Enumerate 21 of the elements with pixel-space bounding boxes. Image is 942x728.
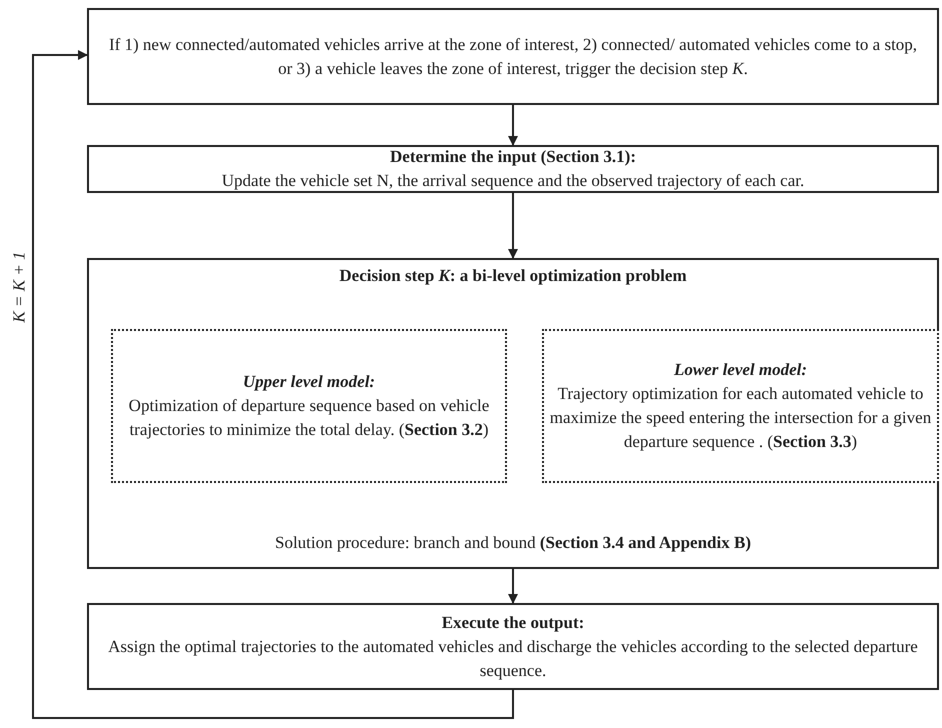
step-text: Trajectory optimization for each automated vehicle to maximize the speed entering the intersection for a given departure sequence . (Section 3.3): [548, 383, 932, 453]
process-box: [87, 8, 939, 105]
step-heading: Determine the input (Section 3.1):: [390, 146, 636, 168]
step-text: Optimization of departure sequence based on vehicle trajectories to minimize the total delay. (Section 3.2): [128, 395, 490, 441]
arrow: [508, 193, 518, 259]
arrow: [32, 50, 514, 719]
step-text: Assign the optimal trajectories to the automated vehicles and discharge the vehicles according to the selected departure sequence.: [107, 636, 919, 682]
process-box: [87, 145, 939, 193]
step-heading: Execute the output:: [442, 612, 584, 634]
step-heading: Decision step K: a bi-level optimization problem: [338, 265, 688, 287]
model-box: [542, 329, 939, 483]
model-box: [111, 329, 507, 483]
step-heading: Lower level model:: [674, 359, 808, 381]
step-heading: Upper level model:: [242, 371, 376, 393]
process-box: [87, 603, 939, 690]
step-text: If 1) new connected/automated vehicles arrive at the zone of interest, 2) connected/ automated vehicles come to a stop, or 3) a vehicle leaves the zone of interest, trigger the decision step K.: [108, 34, 918, 80]
arrow: [508, 105, 518, 146]
step-text: Solution procedure: branch and bound (Section 3.4 and Appendix B): [274, 532, 752, 554]
arrow: [508, 569, 518, 604]
process-box: [87, 258, 939, 569]
step-text: Update the vehicle set N, the arrival sequence and the observed trajectory of each car.: [222, 170, 804, 192]
